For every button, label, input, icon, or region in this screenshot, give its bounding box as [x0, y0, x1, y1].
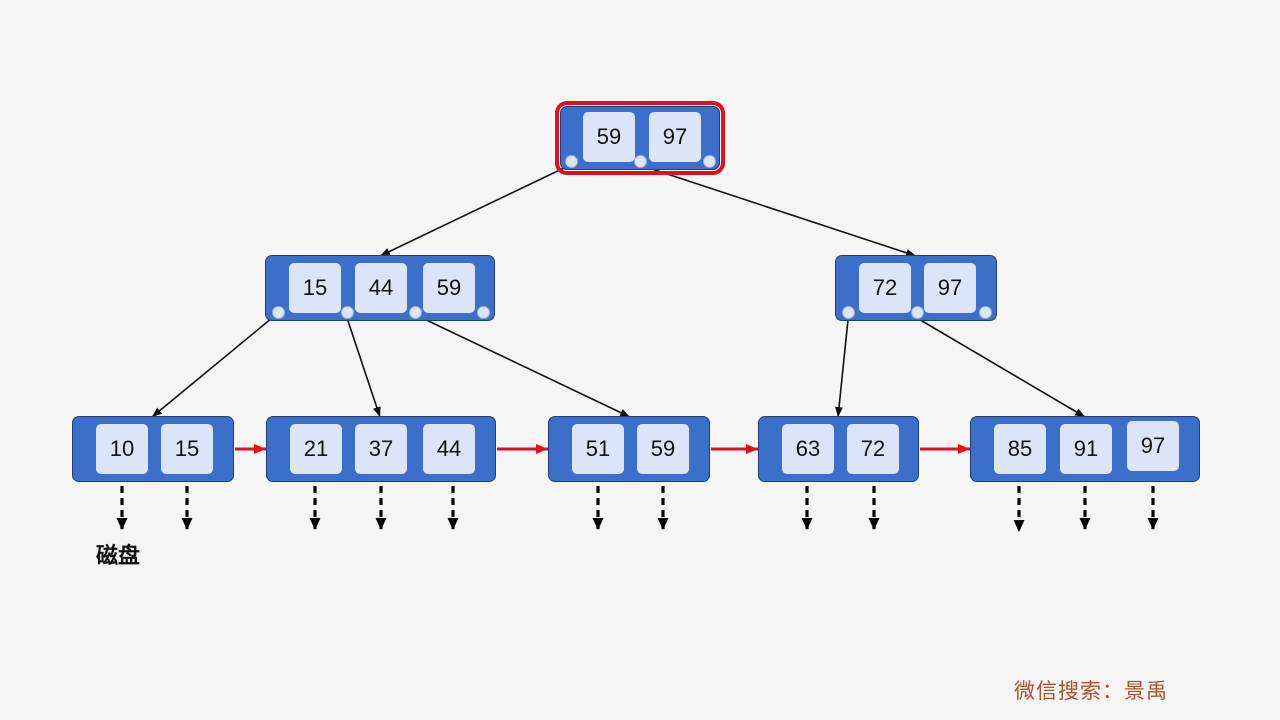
leaf-2-key-0: 21	[290, 424, 342, 474]
leaf-4-key-0: 63	[782, 424, 834, 474]
disk-label: 磁盘	[96, 544, 141, 569]
internal-right-key-0: 72	[859, 263, 911, 313]
root-node: 59 97	[555, 101, 725, 175]
root-key-0: 59	[583, 112, 635, 162]
edge-root-to-internal-right	[639, 164, 917, 257]
leaf-4-key-1: 72	[847, 424, 899, 474]
leaf-1-key-1: 15	[161, 424, 213, 474]
internal-left-pointer-2	[409, 306, 422, 319]
edge-root-to-internal-left	[379, 166, 567, 257]
leaf-1-key-0: 10	[96, 424, 148, 474]
watermark-text: 微信搜索：景禹	[1014, 679, 1168, 703]
internal-right-key-1: 97	[924, 263, 976, 313]
edge-internal-left-to-leaf-2	[346, 317, 381, 418]
leaf-5-key-1: 91	[1060, 424, 1112, 474]
root-pointer-1	[634, 155, 647, 168]
leaf-node-2: 21 37 44	[266, 416, 496, 482]
edge-internal-left-to-leaf-1	[151, 317, 273, 418]
internal-node-right: 72 97	[835, 255, 997, 321]
edge-internal-left-to-leaf-3	[419, 316, 631, 418]
internal-right-pointer-0	[842, 306, 855, 319]
leaf-3-key-0: 51	[572, 424, 624, 474]
edge-internal-right-to-leaf-4	[835, 319, 849, 418]
leaf-2-key-2: 44	[423, 424, 475, 474]
leaf-node-3: 51 59	[548, 416, 710, 482]
internal-left-key-2: 59	[423, 263, 475, 313]
internal-left-pointer-1	[341, 306, 354, 319]
internal-left-pointer-3	[477, 306, 490, 319]
root-pointer-2	[703, 155, 716, 168]
internal-left-key-0: 15	[289, 263, 341, 313]
internal-left-key-1: 44	[355, 263, 407, 313]
edge-internal-right-to-leaf-5	[916, 317, 1086, 418]
leaf-5-key-2: 97	[1127, 421, 1179, 471]
internal-node-left: 15 44 59	[265, 255, 495, 321]
root-key-1: 97	[649, 112, 701, 162]
leaf-node-1: 10 15	[72, 416, 234, 482]
internal-left-pointer-0	[272, 306, 285, 319]
leaf-5-key-0: 85	[994, 424, 1046, 474]
leaf-2-key-1: 37	[355, 424, 407, 474]
leaf-node-4: 63 72	[758, 416, 919, 482]
internal-right-pointer-1	[911, 306, 924, 319]
leaf-3-key-1: 59	[637, 424, 689, 474]
leaf-node-5: 85 91 97	[970, 416, 1200, 482]
internal-right-pointer-2	[979, 306, 992, 319]
root-pointer-0	[565, 155, 578, 168]
